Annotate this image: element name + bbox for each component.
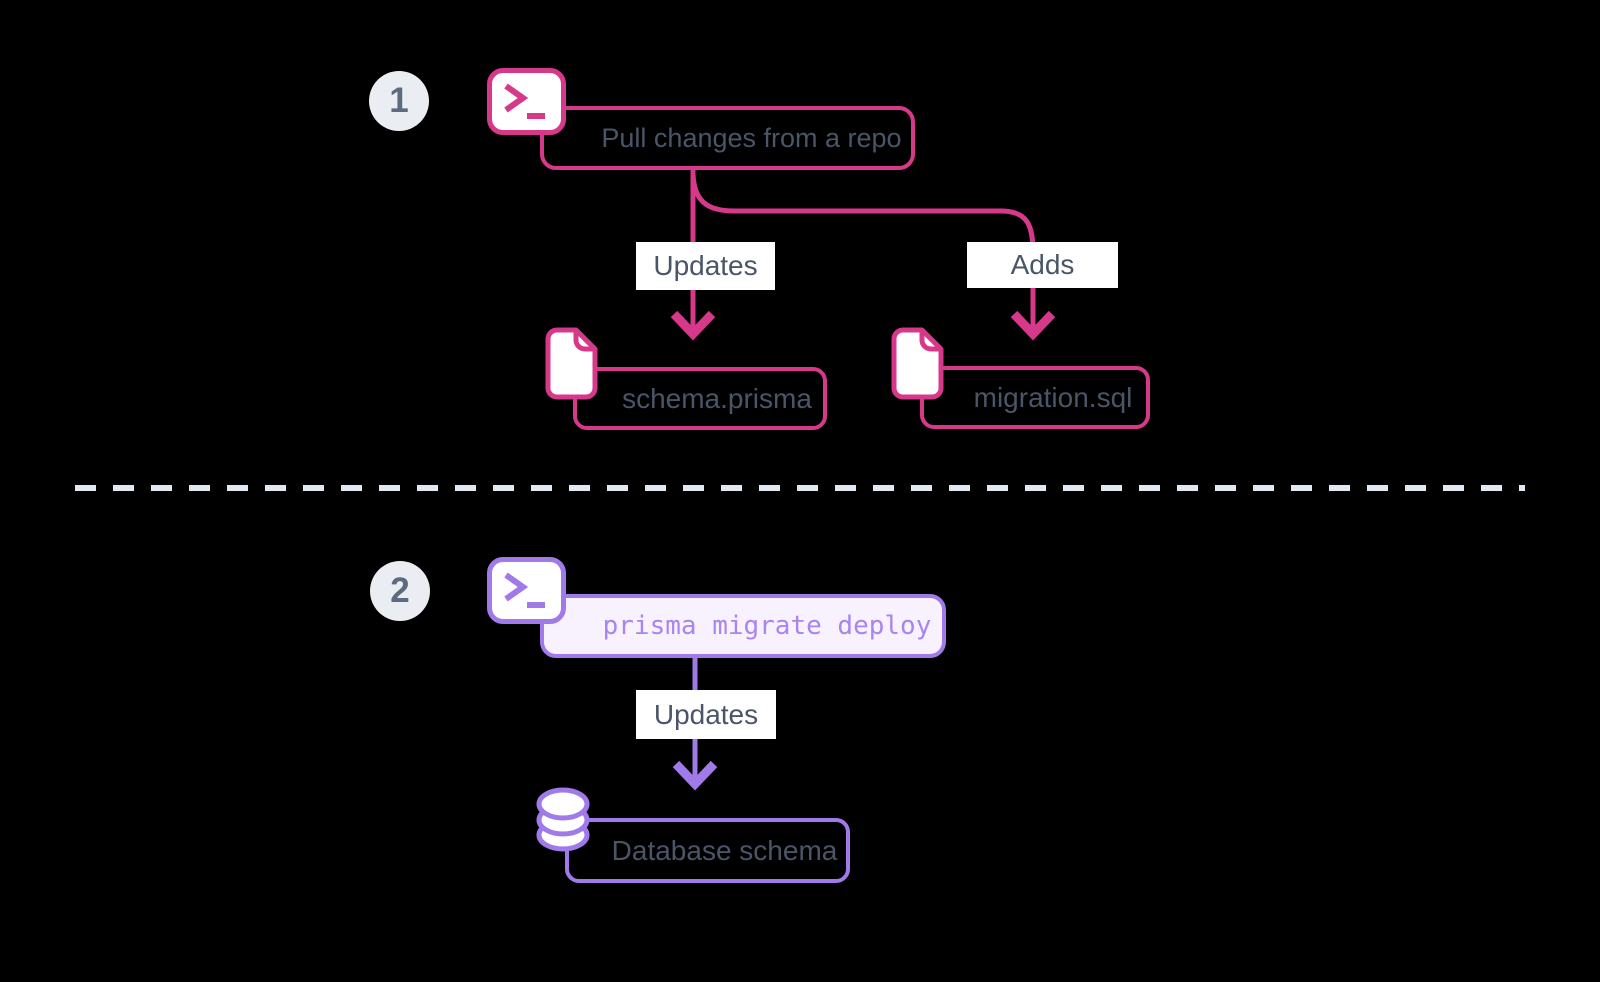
terminal-icon <box>487 557 566 624</box>
step-1-number: 1 <box>389 81 409 120</box>
step-2-command-label: prisma migrate deploy <box>602 611 932 641</box>
step-2-command-box: prisma migrate deploy <box>540 594 946 658</box>
step-1-badge: 1 <box>369 71 429 131</box>
step-2-badge: 2 <box>370 561 430 621</box>
terminal-icon <box>487 68 566 135</box>
step1-adds-edge-line <box>690 173 1036 329</box>
database-schema-label: Database schema <box>611 834 838 866</box>
step-1-command-label: Pull changes from a repo <box>601 122 902 153</box>
step-2-updates-label: Updates <box>636 690 776 739</box>
step-1-adds-label: Adds <box>967 242 1118 288</box>
migration-sql-box: migration.sql <box>920 366 1150 429</box>
file-icon <box>890 327 945 405</box>
step-2-number: 2 <box>390 571 410 610</box>
step-1-updates-label: Updates <box>636 242 775 290</box>
edge-label-text: Updates <box>653 698 759 730</box>
schema-prisma-label: schema.prisma <box>622 382 812 414</box>
edge-label-text: Updates <box>653 250 758 281</box>
migration-sql-label: migration.sql <box>973 381 1133 413</box>
terminal-prompt-glyph <box>504 572 545 608</box>
edge-label-text: Adds <box>1010 249 1075 280</box>
step2-updates-arrowhead-icon <box>672 760 718 791</box>
terminal-prompt-glyph <box>504 83 545 119</box>
step1-updates-arrowhead-icon <box>670 310 716 341</box>
schema-prisma-box: schema.prisma <box>573 367 827 430</box>
file-icon <box>545 327 598 405</box>
database-icon <box>535 786 591 858</box>
step-1-command-box: Pull changes from a repo <box>540 106 915 170</box>
step1-adds-arrowhead-icon <box>1010 310 1056 341</box>
database-schema-box: Database schema <box>565 818 850 883</box>
